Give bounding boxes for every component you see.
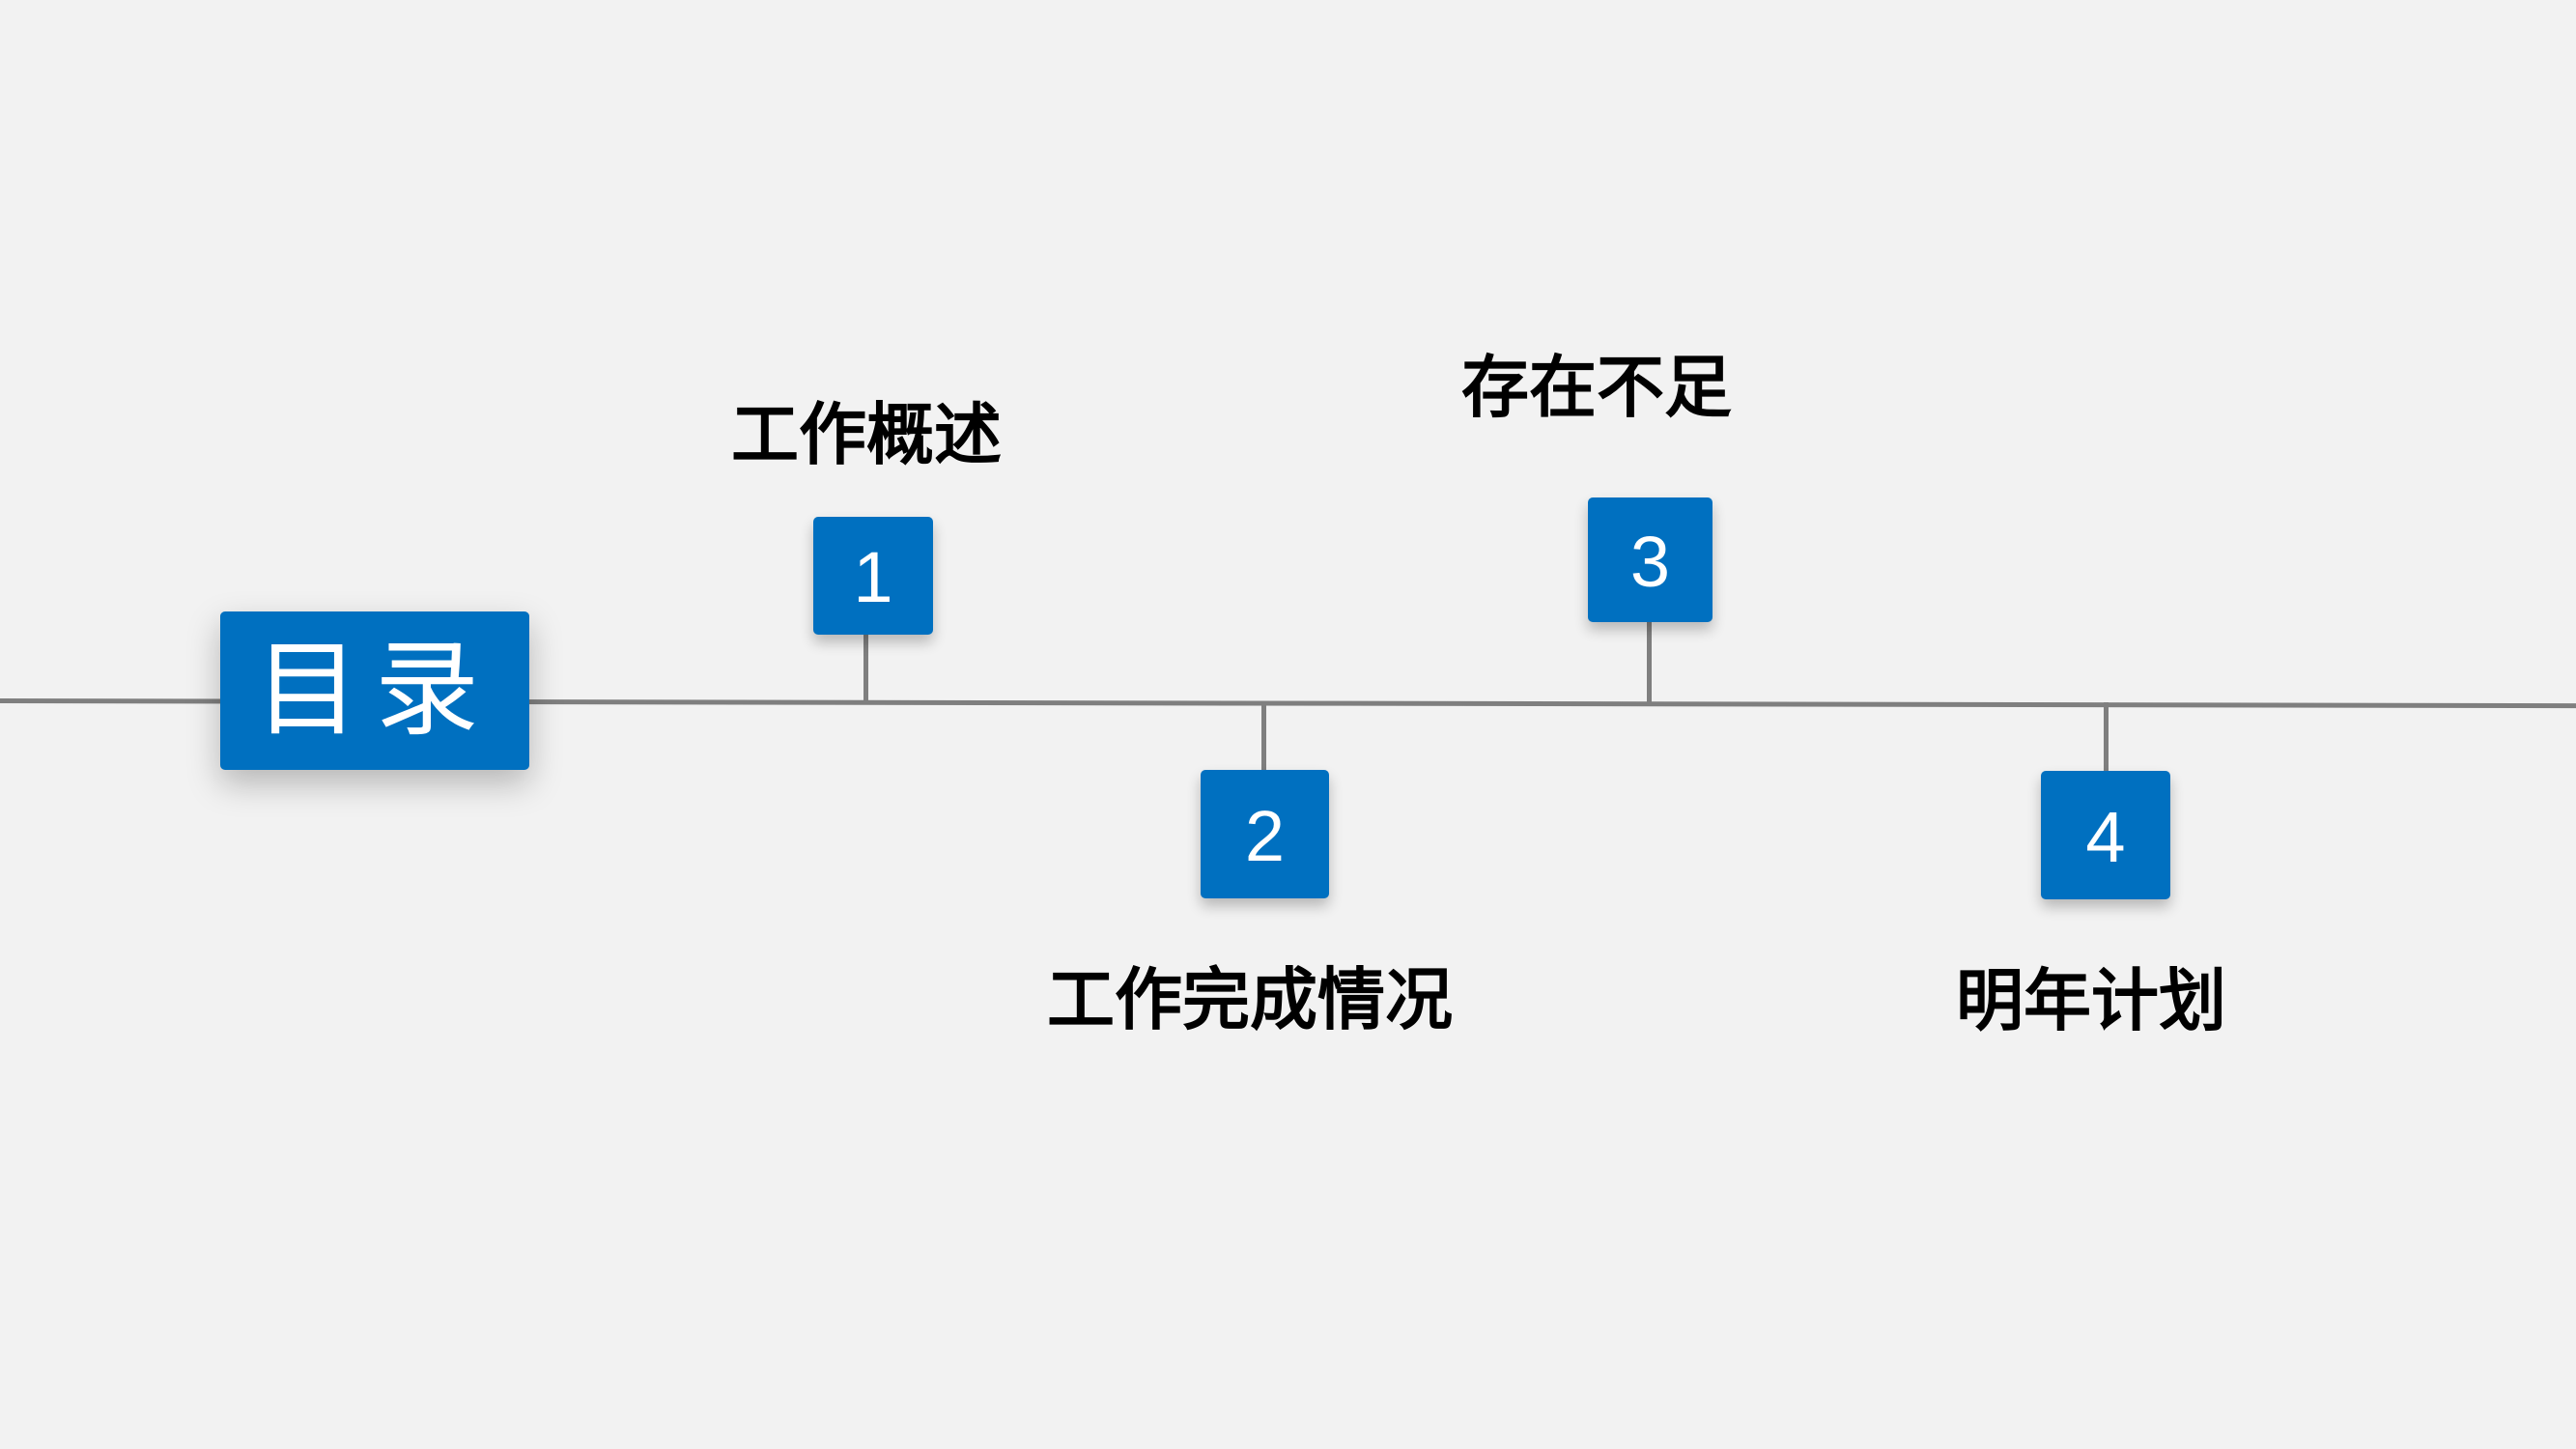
item-number-box-3: 3 [1588,497,1713,622]
item-number-4: 4 [2085,797,2126,877]
connector-4 [2104,702,2109,772]
connector-3 [1647,621,1652,702]
item-label-1: 工作概述 [731,395,1002,474]
item-label-2: 工作完成情况 [1047,960,1453,1039]
item-label-3: 存在不足 [1461,348,1732,427]
toc-title: 目录 [254,630,495,751]
item-number-box-4: 4 [2041,771,2170,899]
item-number-1: 1 [853,537,893,617]
item-number-box-1: 1 [813,517,933,635]
item-label-4: 明年计划 [1956,961,2226,1040]
connector-2 [1261,702,1266,771]
connector-1 [863,634,868,700]
item-number-3: 3 [1629,522,1671,602]
toc-title-box: 目录 [220,611,529,770]
item-number-2: 2 [1244,796,1286,876]
item-number-box-2: 2 [1201,770,1329,898]
